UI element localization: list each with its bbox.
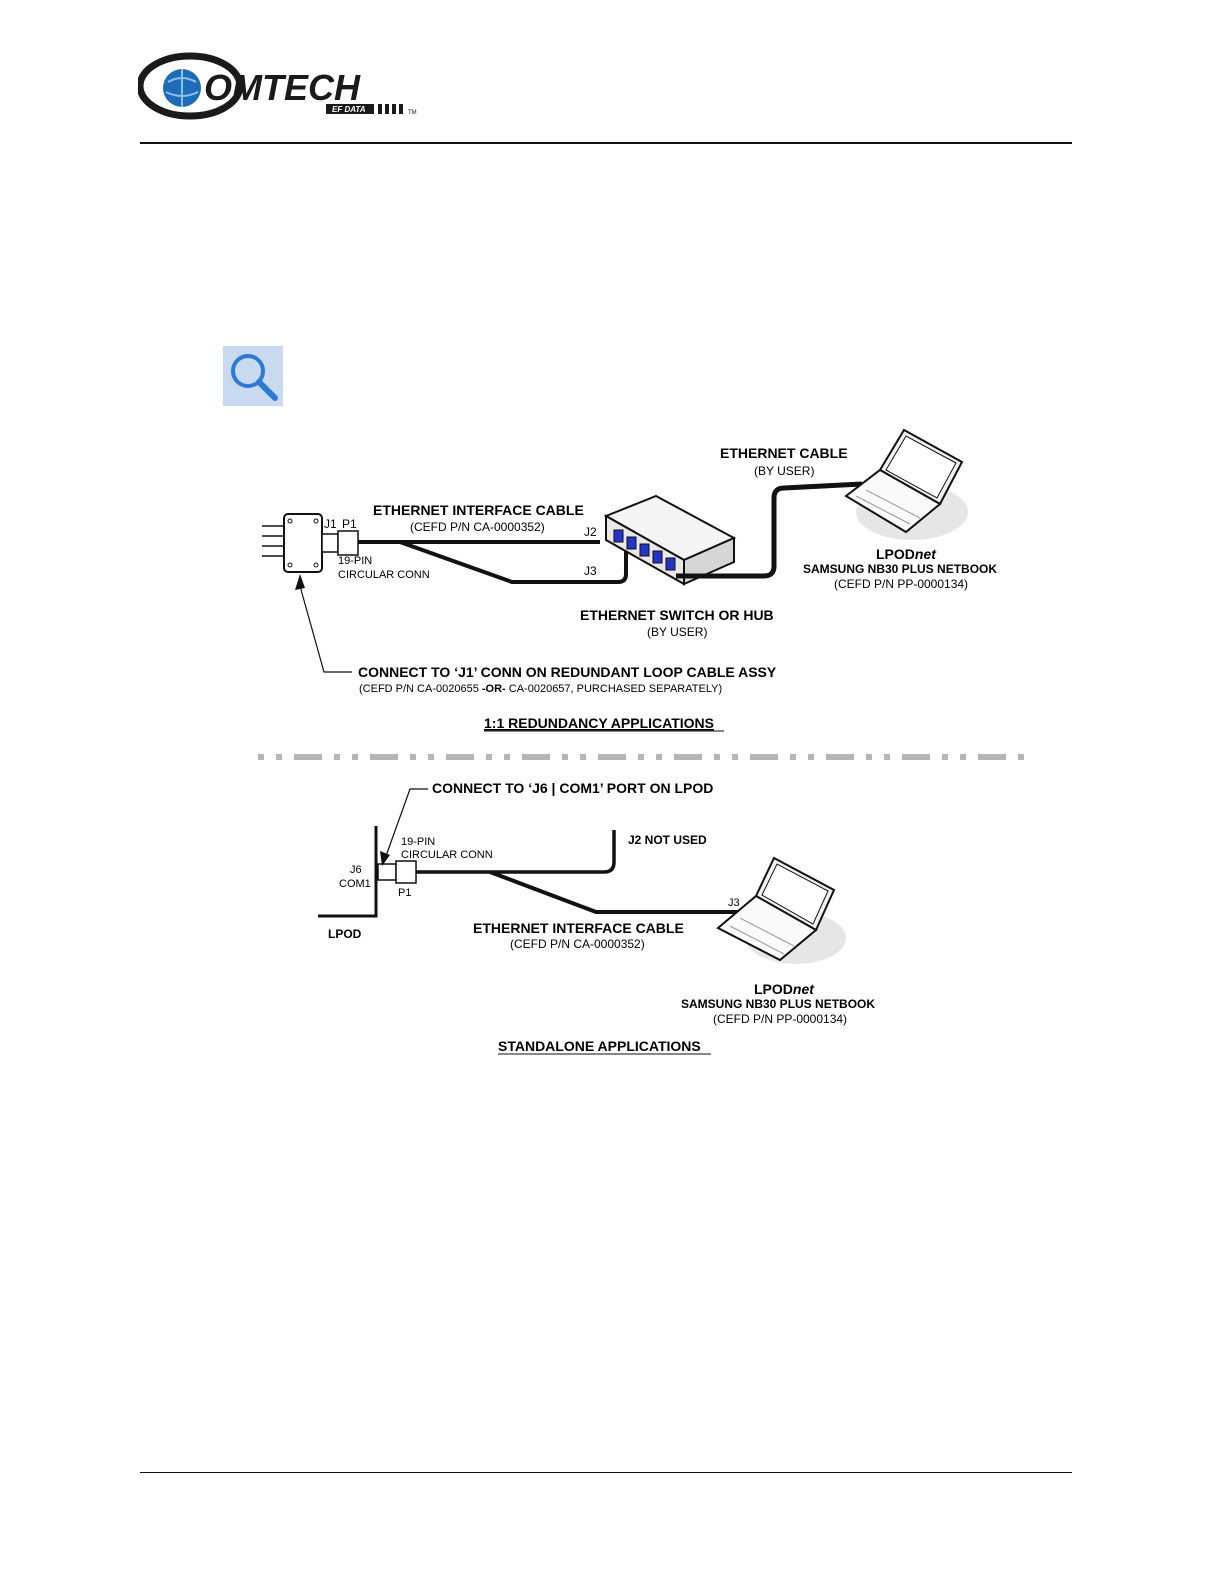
connect-sub-a: (CEFD P/N CA-0020655: [359, 683, 482, 695]
svg-text:LPODnet: LPODnet: [876, 546, 937, 562]
ethernet-switch: [603, 494, 737, 586]
standalone-connect-title: CONNECT TO ‘J6 | COM1’ PORT ON LPOD: [432, 780, 713, 796]
ethernet-cable: [676, 481, 863, 579]
switch-title: ETHERNET SWITCH OR HUB: [580, 607, 774, 623]
label-j3: J3: [584, 564, 597, 578]
logo-wordmark: OMTECH: [204, 67, 361, 108]
label-j1: J1: [324, 517, 337, 531]
standalone-interface-title: ETHERNET INTERFACE CABLE: [473, 920, 684, 936]
label-p1: P1: [398, 887, 411, 899]
switch-sub: (BY USER): [647, 625, 707, 639]
interface-cable-title: ETHERNET INTERFACE CABLE: [373, 502, 584, 518]
header-rule: [140, 142, 1072, 144]
ethernet-cable-sub: (BY USER): [754, 464, 814, 478]
connect-leader-arrow: [295, 574, 352, 673]
p1-connector: [395, 860, 417, 884]
redundancy-caption: 1:1 REDUNDANCY APPLICATIONS: [484, 715, 714, 731]
logo-tm: TM: [408, 110, 417, 116]
standalone-netbook-pn: (CEFD P/N PP-0000134): [713, 1012, 847, 1026]
label-lpod: LPOD: [328, 927, 362, 941]
svg-text:LPODnet: LPODnet: [754, 981, 815, 997]
label-j6: J6: [350, 864, 362, 876]
netbook-pn: (CEFD P/N PP-0000134): [834, 577, 968, 591]
interface-cable-pn: (CEFD P/N CA-0000352): [410, 520, 545, 534]
standalone-netbook-name: SAMSUNG NB30 PLUS NETBOOK: [681, 997, 875, 1011]
lpodnet-suffix: net: [915, 546, 937, 562]
standalone-cable-j2: [416, 830, 616, 874]
standalone-interface-pn: (CEFD P/N CA-0000352): [510, 937, 645, 951]
label-com1: COM1: [339, 878, 371, 890]
standalone-pin-line2: CIRCULAR CONN: [401, 849, 493, 861]
adapter-box: [262, 513, 359, 573]
pin-label-line1: 19-PIN: [338, 555, 372, 567]
connect-sub-b: CA-0020657, PURCHASED SEPARATELY): [506, 683, 722, 695]
connect-title: CONNECT TO ‘J1’ CONN ON REDUNDANT LOOP C…: [358, 664, 777, 680]
logo-subtext: EF DATA: [332, 105, 366, 114]
standalone-cable-j3: [489, 870, 746, 914]
label-j2: J2: [584, 525, 597, 539]
footer-rule: [140, 1472, 1072, 1473]
label-j2-not-used: J2 NOT USED: [628, 833, 707, 847]
pin-label-line2: CIRCULAR CONN: [338, 569, 430, 581]
ethernet-cable-title: ETHERNET CABLE: [720, 445, 848, 461]
laptop-icon: [716, 856, 846, 964]
lpod-panel: [318, 826, 378, 918]
standalone-pin-line1: 19-PIN: [401, 836, 435, 848]
svg-text:(CEFD P/N CA-0020655 -OR- CA-0: (CEFD P/N CA-0020655 -OR- CA-0020657, PU…: [359, 683, 722, 695]
label-p1: P1: [342, 517, 357, 531]
laptop-icon: [844, 428, 968, 540]
standalone-section: CONNECT TO ‘J6 | COM1’ PORT ON LPOD 19-P…: [318, 780, 875, 1055]
redundancy-section: ETHERNET CABLE (BY USER) ETHERNET INTERF…: [262, 428, 997, 732]
magnifier-icon: [223, 346, 283, 406]
label-j3: J3: [728, 897, 740, 909]
lpodnet-prefix: LPOD: [876, 546, 915, 562]
cable-j3: [399, 540, 628, 584]
standalone-leader-arrow: [380, 788, 428, 866]
comtech-logo: OMTECH EF DATA TM: [138, 52, 417, 120]
lpodnet-prefix: LPOD: [754, 981, 793, 997]
netbook-name: SAMSUNG NB30 PLUS NETBOOK: [803, 562, 997, 576]
connect-sub-or: -OR-: [482, 683, 506, 695]
standalone-caption: STANDALONE APPLICATIONS: [498, 1038, 701, 1054]
lpodnet-suffix: net: [793, 981, 815, 997]
j6-connector: [377, 863, 397, 881]
